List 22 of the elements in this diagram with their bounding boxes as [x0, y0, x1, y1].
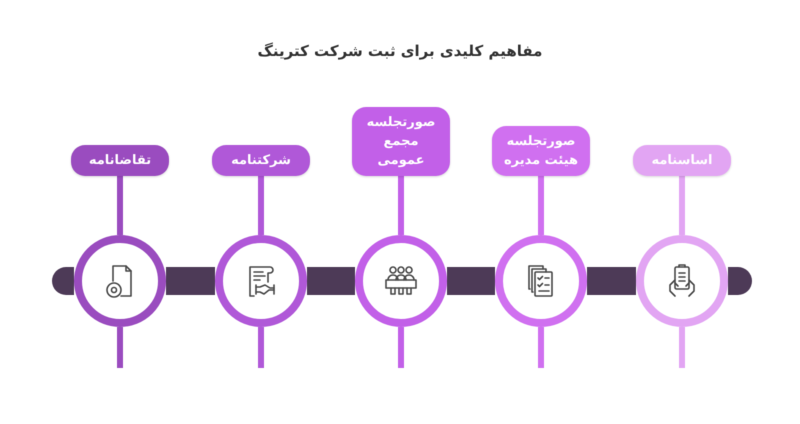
- connector-line: [117, 176, 123, 235]
- timeline-bar: [52, 267, 74, 295]
- step-label: شرکتنامه: [212, 145, 310, 176]
- connector-line: [679, 176, 685, 235]
- connector-line: [538, 176, 544, 235]
- step-label: اساسنامه: [633, 145, 731, 176]
- connector-line: [538, 327, 544, 368]
- timeline-bar: [728, 267, 752, 295]
- timeline-bar: [307, 267, 355, 295]
- connector-line: [679, 327, 685, 368]
- step-label: صورتجلسه هیئت مدیره: [492, 126, 590, 176]
- timeline-bar: [166, 267, 215, 295]
- timeline-bar: [587, 267, 636, 295]
- connector-line: [117, 327, 123, 368]
- connector-line: [398, 176, 404, 235]
- connector-line: [258, 176, 264, 235]
- diagram-title: مفاهیم کلیدی برای ثبت شرکت کترینگ: [256, 41, 544, 62]
- timeline-bar: [447, 267, 495, 295]
- connector-line: [398, 327, 404, 368]
- step-label: تقاضانامه: [71, 145, 169, 176]
- connector-line: [258, 327, 264, 368]
- step-label: صورتجلسه مجمع عمومی: [352, 107, 450, 176]
